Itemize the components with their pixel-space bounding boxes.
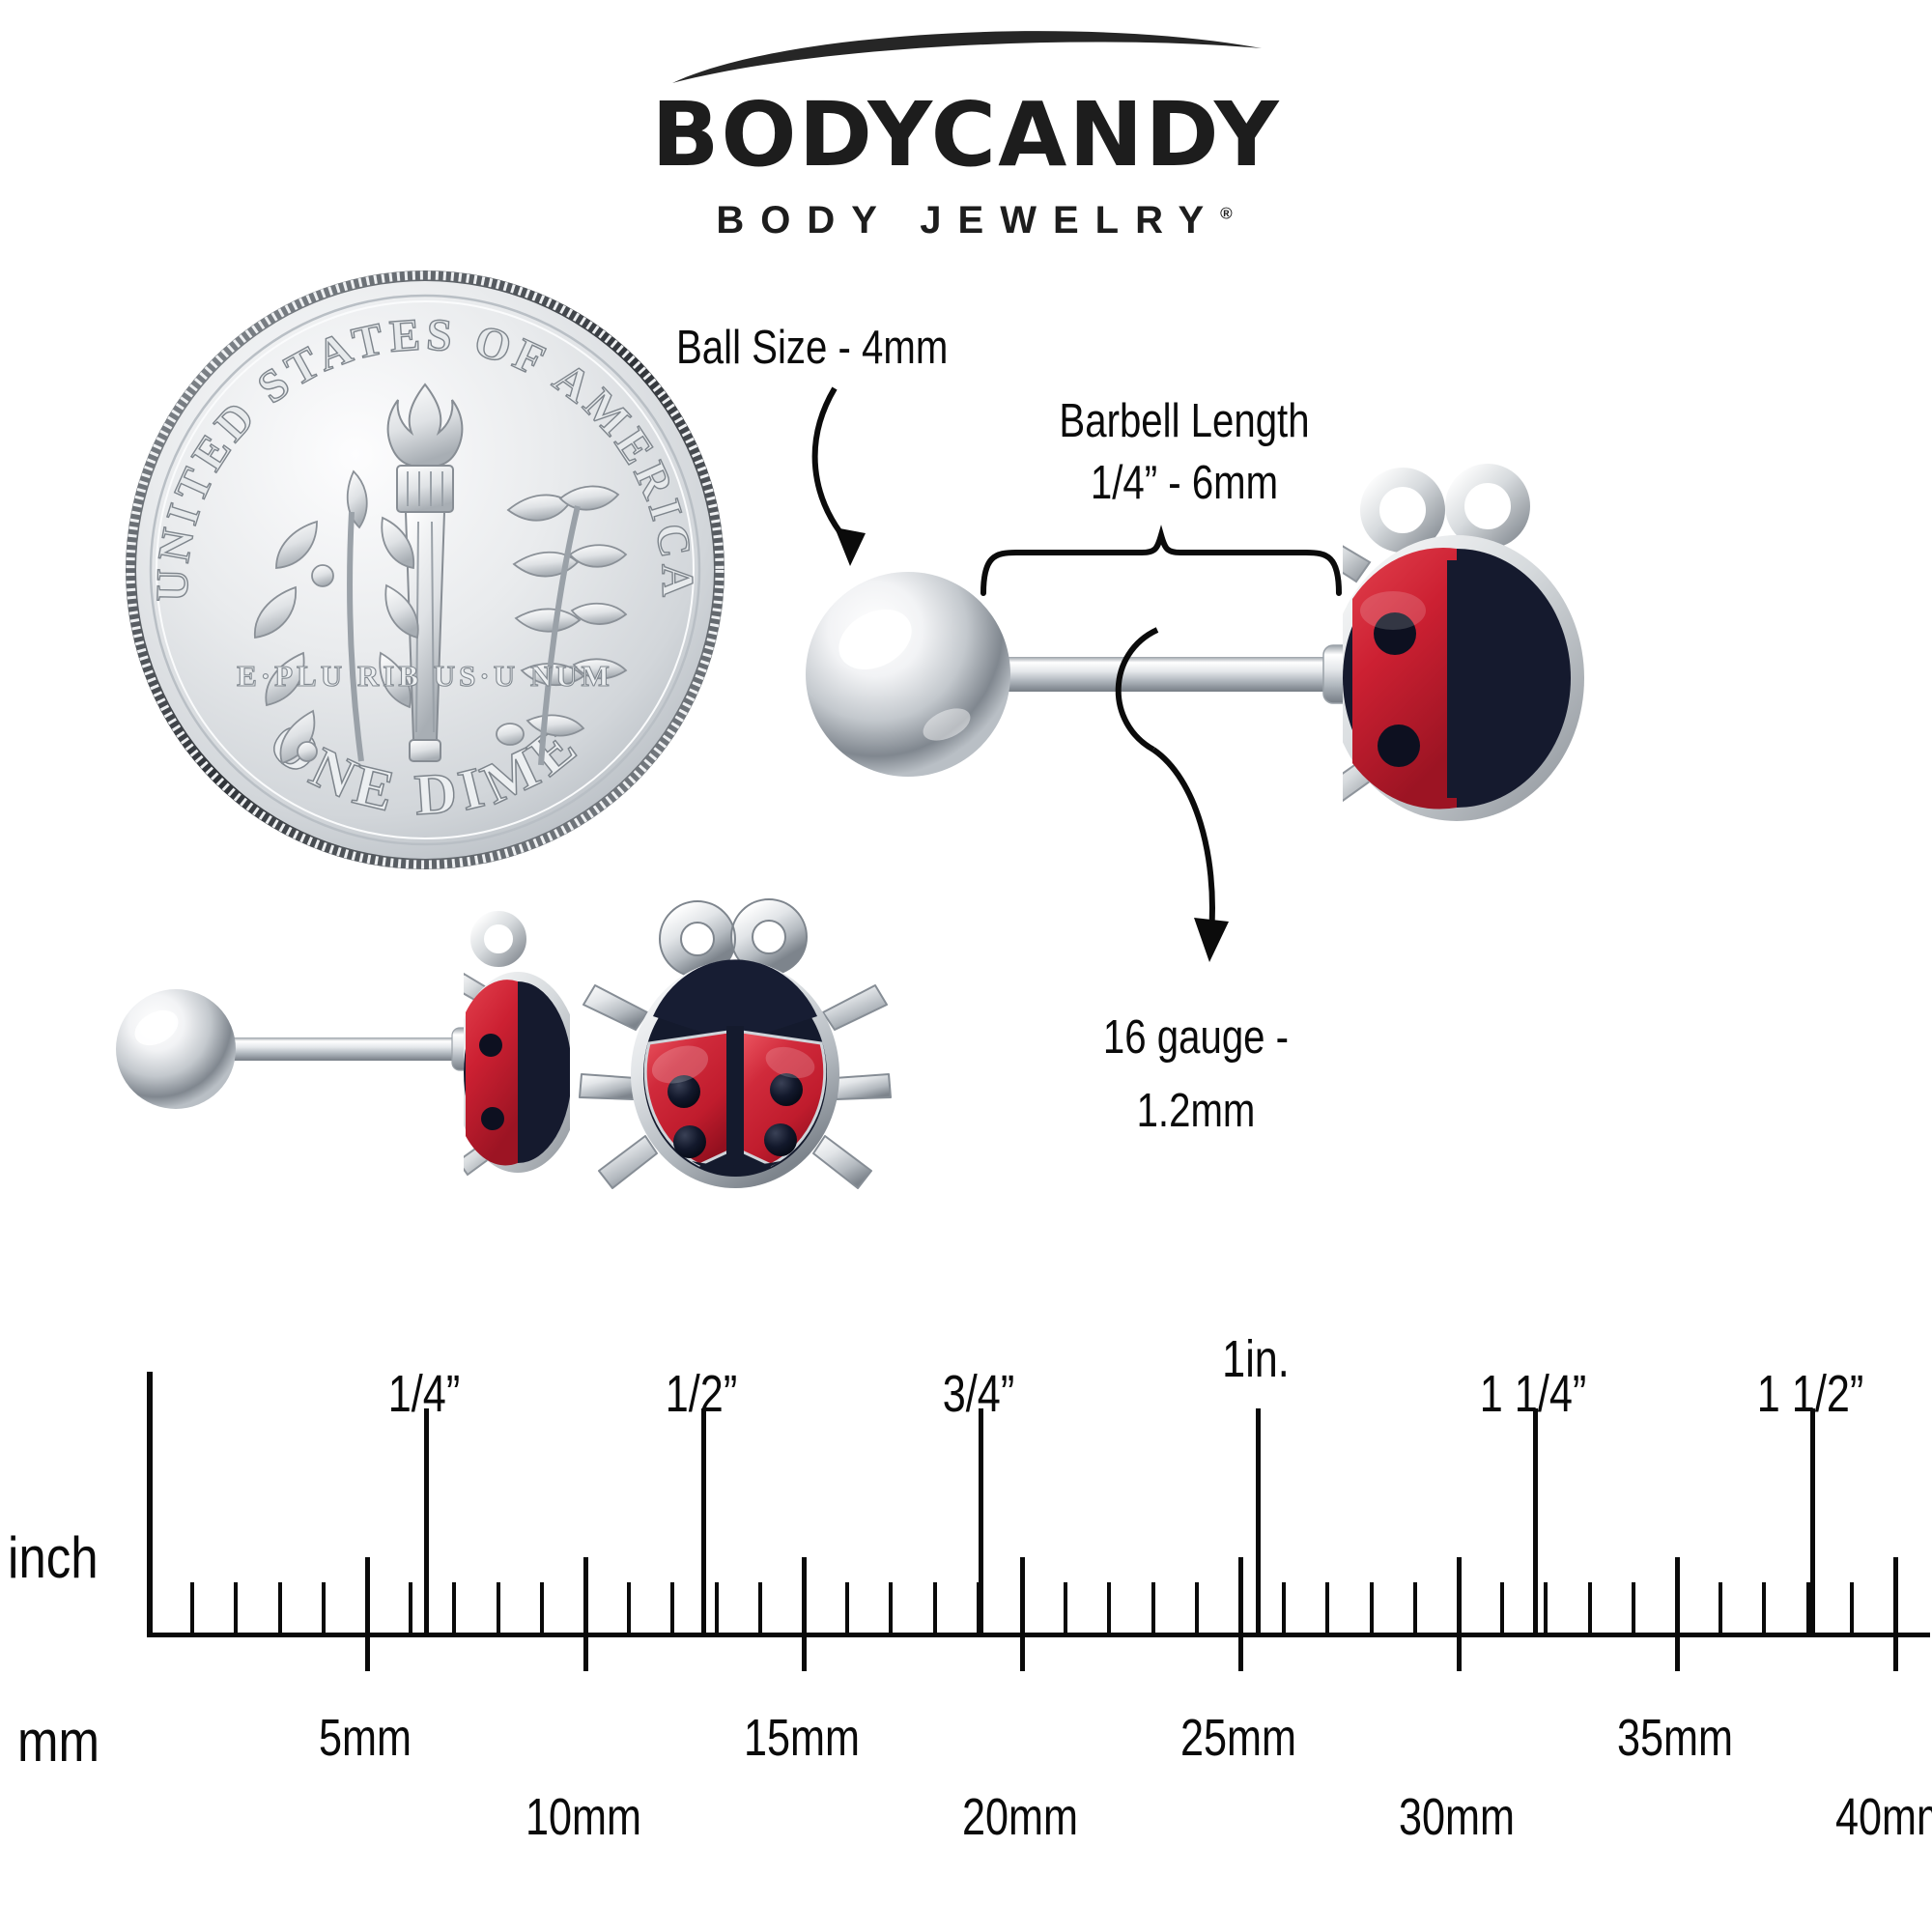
ruler-tick <box>1675 1633 1680 1671</box>
brand-logo: BODYCANDY BODY JEWELRY® <box>0 27 1932 240</box>
ruler-mm-tick-label: 10mm <box>525 1788 642 1846</box>
ladybug-charm-large-cropped <box>1343 454 1633 860</box>
ruler-tick <box>321 1582 326 1633</box>
brand-tagline: BODY JEWELRY® <box>699 201 1232 240</box>
brand-tagline-text: BODY JEWELRY <box>716 199 1221 242</box>
ruler-tick <box>1238 1633 1243 1671</box>
straight-barbell-small <box>116 966 599 1188</box>
callout-gauge-label: 16 gauge - <box>1102 1011 1290 1064</box>
ruler-tick <box>1533 1408 1539 1633</box>
ruler-tick <box>1500 1582 1505 1633</box>
ruler-tick <box>845 1582 850 1633</box>
ruler-inch-tick-label: 1 1/4” <box>1479 1365 1587 1423</box>
brand-name: BODYCANDY <box>651 83 1281 186</box>
ruler-tick <box>1762 1582 1767 1633</box>
callout-gauge-value: 1.2mm <box>1136 1085 1256 1137</box>
ruler-mm-tick-label: 15mm <box>743 1709 861 1767</box>
ruler-tick <box>1631 1582 1635 1633</box>
ruler-tick <box>190 1582 195 1633</box>
ruler-tick <box>1675 1557 1680 1633</box>
ruler-tick <box>147 1633 1930 1637</box>
ruler-tick <box>714 1582 719 1633</box>
ruler-inch-tick-label: 1 1/2” <box>1756 1365 1864 1423</box>
ruler-tick <box>1282 1582 1287 1633</box>
ruler-mm-tick-label: 40mm <box>1834 1788 1932 1846</box>
ruler-mm-label: mm <box>17 1709 99 1774</box>
gauge-indicator-arc-icon <box>1090 614 1302 1020</box>
ruler-tick <box>583 1557 588 1633</box>
ruler-tick <box>932 1582 937 1633</box>
ruler-tick <box>365 1557 370 1633</box>
callout-barbell-length-label: Barbell Length <box>1059 395 1310 447</box>
ruler-tick <box>583 1633 588 1671</box>
ruler-tick <box>365 1633 370 1671</box>
ruler-tick <box>1151 1582 1155 1633</box>
ruler-tick <box>1107 1582 1112 1633</box>
ruler-tick <box>409 1582 413 1633</box>
ruler-inch-tick-label: 3/4” <box>942 1365 1015 1423</box>
ruler-tick <box>701 1408 707 1633</box>
callout-ball-size-label: Ball Size - 4mm <box>676 322 949 374</box>
swoosh-arc-icon <box>672 31 1262 83</box>
ruler-tick <box>1457 1557 1462 1633</box>
ruler-mm-tick-label: 20mm <box>961 1788 1079 1846</box>
ruler-tick <box>979 1408 984 1633</box>
ruler-tick <box>757 1582 762 1633</box>
ruler-mm-tick-label: 5mm <box>319 1709 412 1767</box>
ruler-tick <box>1587 1582 1592 1633</box>
ruler-tick <box>1020 1633 1025 1671</box>
us-dime-reference-coin: UNITED STATES OF AMERICA ONE DIME <box>124 269 727 872</box>
ruler-tick <box>1256 1408 1262 1633</box>
ruler-tick <box>234 1582 239 1633</box>
ruler-inch-tick-label: 1in. <box>1222 1330 1290 1388</box>
ruler-tick <box>1893 1557 1898 1633</box>
ruler-mm-tick-label: 25mm <box>1179 1709 1297 1767</box>
ruler-tick <box>424 1408 430 1633</box>
ruler-inch-tick-label: 1/4” <box>387 1365 461 1423</box>
ruler-tick <box>1369 1582 1374 1633</box>
ruler-tick <box>1194 1582 1199 1633</box>
brace-bracket-icon <box>978 525 1345 597</box>
ruler-mm-tick-label: 35mm <box>1616 1709 1734 1767</box>
registered-mark: ® <box>1220 204 1233 223</box>
ruler-tick <box>1412 1582 1417 1633</box>
ruler-tick <box>1020 1557 1025 1633</box>
ruler-inch-tick-label: 1/2” <box>665 1365 738 1423</box>
ruler-tick <box>889 1582 894 1633</box>
ruler-tick <box>1810 1408 1816 1633</box>
ladybug-charm-front <box>576 898 895 1198</box>
ruler-tick <box>147 1372 153 1633</box>
svg-text:E·PLU RIB US·U NUM: E·PLU RIB US·U NUM <box>237 659 613 693</box>
ruler-tick <box>452 1582 457 1633</box>
ruler-tick <box>802 1633 807 1671</box>
ruler-scale: inch mm 1/4” 1/2” 3/4” 1in. 1 1/4” 1 1/2” 5mm… <box>0 1236 1932 1932</box>
curved-down-arrow-icon-ball <box>800 383 925 576</box>
ruler-inch-label: inch <box>8 1525 99 1590</box>
ruler-tick <box>976 1582 980 1633</box>
ruler-tick <box>1849 1582 1854 1633</box>
straight-barbell-large <box>802 560 1555 947</box>
ruler-tick <box>1719 1582 1723 1633</box>
ruler-tick <box>277 1582 282 1633</box>
ruler-tick <box>627 1582 632 1633</box>
ruler-tick <box>1064 1582 1068 1633</box>
ruler-tick <box>1238 1557 1243 1633</box>
ruler-tick <box>1457 1633 1462 1671</box>
ruler-tick <box>802 1557 807 1633</box>
ruler-tick <box>1325 1582 1330 1633</box>
ruler-tick <box>496 1582 500 1633</box>
ruler-tick <box>1893 1633 1898 1671</box>
ruler-tick <box>539 1582 544 1633</box>
ladybug-charm-small-side <box>464 898 570 1188</box>
callout-barbell-length-value: 1/4” - 6mm <box>1090 457 1279 509</box>
ruler-tick <box>670 1582 675 1633</box>
ruler-mm-tick-label: 30mm <box>1398 1788 1516 1846</box>
ruler-tick <box>1805 1582 1810 1633</box>
ruler-tick <box>1544 1582 1548 1633</box>
